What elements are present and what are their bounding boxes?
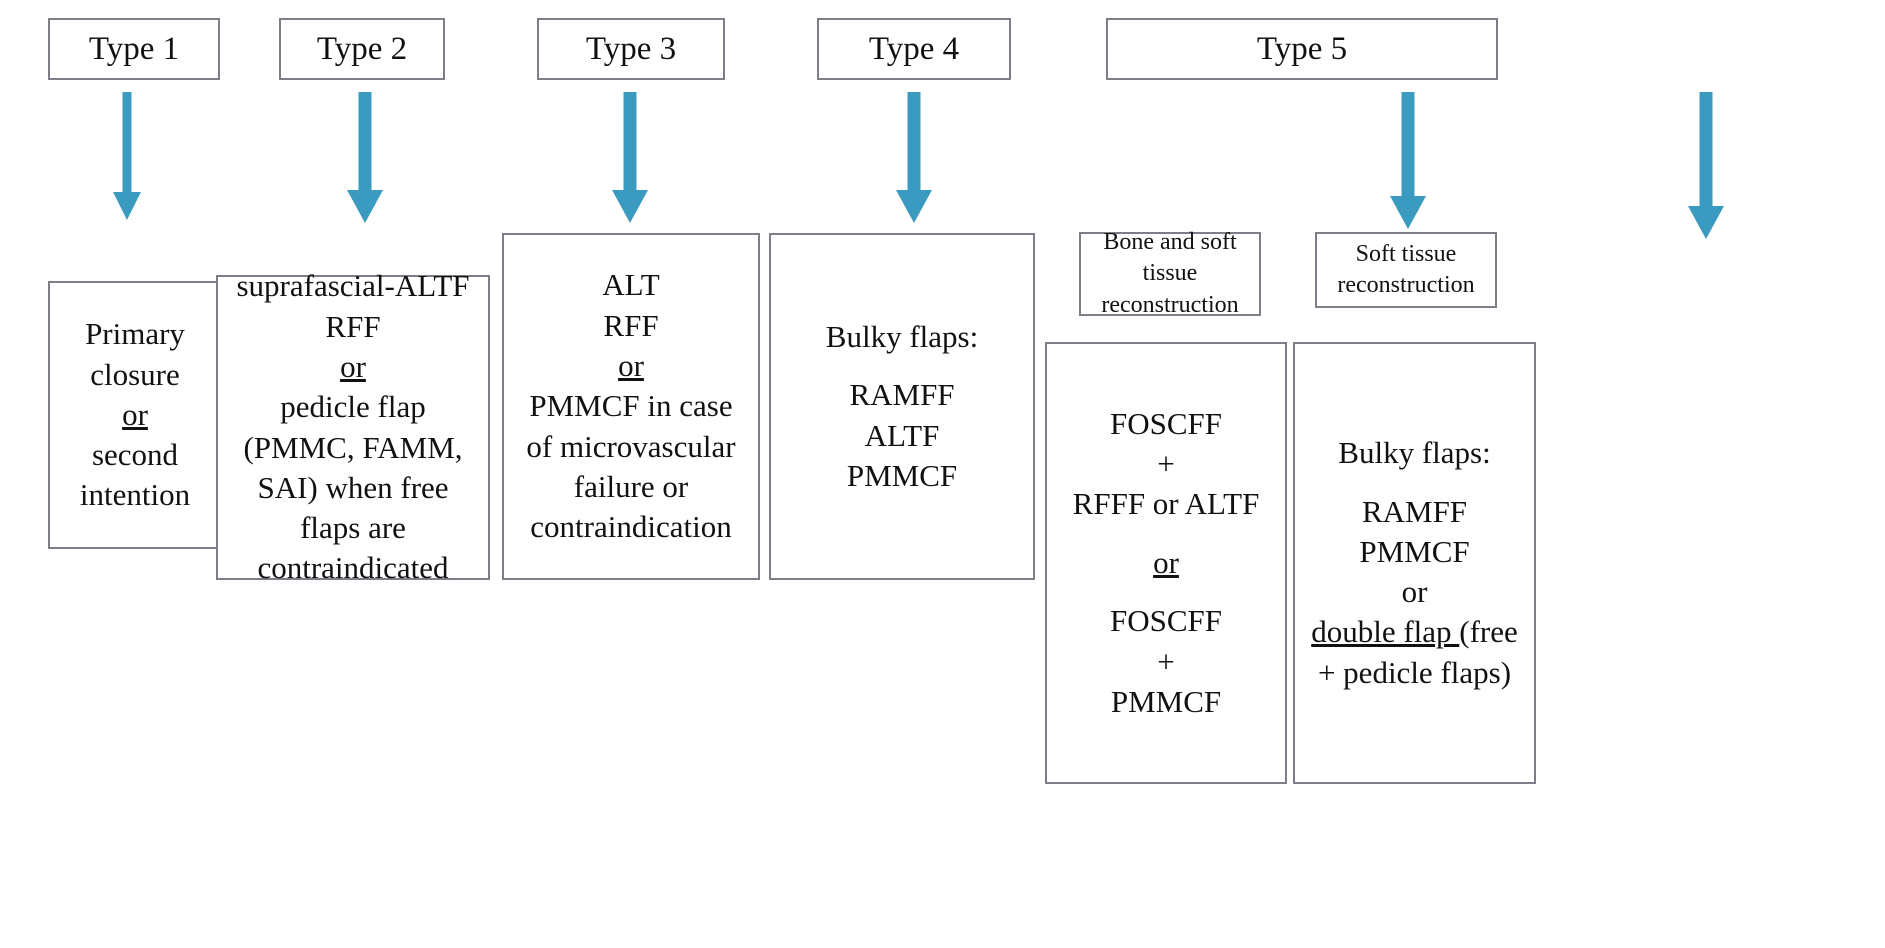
text-line: or [224, 347, 482, 387]
content-box-type-2: suprafascial-ALTF RFF or pedicle flap (PMMC,… [216, 268, 490, 585]
text-line: pedicle flap [280, 389, 426, 425]
header-box-type-1: Type 1 [48, 18, 220, 80]
text-line: + [1157, 446, 1175, 482]
text-line: or [56, 395, 214, 435]
arrow-down-type-3 [604, 92, 656, 224]
header-label-type-2: Type 2 [316, 30, 408, 67]
text-line: PMMCF in case [529, 388, 733, 424]
content-lines-type-1: Primary closure or second intention [50, 314, 220, 515]
header-label-type-5: Type 5 [1256, 30, 1348, 67]
label-lines-soft-tissue: Soft tissue reconstruction [1317, 239, 1495, 301]
content-box-type-1: Primary closure or second intention [48, 281, 222, 549]
text-line: or [1053, 543, 1279, 583]
header-box-type-3: Type 3 [537, 18, 725, 80]
text-line: PMMCF [846, 457, 958, 493]
underlined-text: or [340, 348, 366, 384]
text-line: contraindication [530, 509, 732, 545]
text-line: ALT [602, 267, 660, 303]
arrow-down-type-1 [104, 92, 150, 222]
content-lines-type-5-right: Bulky flaps: RAMFF PMMCF or double flap (fr… [1295, 433, 1534, 693]
text-line: or [1401, 574, 1428, 610]
content-lines-type-5-left: FOSCFF + RFFF or ALTF or FOSCFF + PMMCF [1047, 404, 1285, 722]
text-line: second [91, 437, 179, 473]
text-line: closure [90, 356, 180, 392]
text-line: suprafascial-ALTF [236, 268, 470, 304]
header-label-type-3: Type 3 [585, 30, 677, 67]
text-line: double flap (free [1311, 614, 1518, 650]
text-line: (PMMC, FAMM, [243, 429, 463, 465]
label-box-bone-and-soft-tissue: Bone and soft tissue reconstruction [1079, 229, 1261, 318]
text-line: flaps are [300, 510, 406, 546]
arrow-down-type-5-right [1680, 92, 1732, 240]
arrow-down-type-5-left [1382, 92, 1434, 230]
label-box-soft-tissue: Soft tissue reconstruction [1315, 232, 1497, 308]
text-line [1053, 583, 1279, 601]
text-line: Bone and soft [1103, 229, 1237, 256]
text-line: FOSCFF [1109, 405, 1223, 441]
content-box-type-5-left: FOSCFF + RFFF or ALTF or FOSCFF + PMMCF [1045, 342, 1287, 784]
text-line: ALTF [864, 417, 940, 453]
text-line: RFFF or ALTF [1072, 486, 1260, 522]
arrow-down-type-2 [339, 92, 391, 224]
text-line: FOSCFF [1109, 603, 1223, 639]
text-line: RAMFF [1361, 493, 1468, 529]
text-line: + [1157, 643, 1175, 679]
text-line: PMMCF [1110, 683, 1222, 719]
header-label-type-4: Type 4 [868, 30, 960, 67]
text-line: Soft tissue [1355, 240, 1457, 267]
content-lines-type-4: Bulky flaps: RAMFF ALTF PMMCF [771, 317, 1033, 496]
text-line: Primary [85, 316, 185, 352]
text-line: + pedicle flaps) [1317, 654, 1512, 690]
text-line: or [510, 346, 752, 386]
text-line: reconstruction [1337, 272, 1475, 298]
text-line [777, 357, 1027, 375]
underlined-text: or [618, 348, 644, 384]
content-box-type-4: Bulky flaps: RAMFF ALTF PMMCF [769, 233, 1035, 580]
text-line: of microvascular [526, 428, 736, 464]
text-line: RAMFF [849, 377, 955, 413]
text-line [1301, 473, 1528, 491]
text-line: failure or [573, 468, 689, 504]
content-box-type-5-right: Bulky flaps: RAMFF PMMCF or double flap (fr… [1293, 342, 1536, 784]
header-box-type-4: Type 4 [817, 18, 1011, 80]
text-line: intention [79, 477, 191, 513]
text-line: SAI) when free [257, 469, 449, 505]
text-line: Bulky flaps: [825, 318, 979, 354]
underlined-text: or [1153, 544, 1179, 580]
header-label-type-1: Type 1 [88, 30, 180, 67]
text-line: Bulky flaps: [1338, 435, 1491, 471]
underlined-text: double flap [1311, 614, 1460, 650]
text-line: reconstruction [1101, 291, 1239, 318]
header-box-type-2: Type 2 [279, 18, 445, 80]
underlined-text: or [122, 396, 148, 432]
text-line [1053, 525, 1279, 543]
content-lines-type-2: suprafascial-ALTF RFF or pedicle flap (PMMC,… [218, 266, 488, 588]
text-line: contraindicated [257, 550, 449, 586]
arrow-down-type-4 [888, 92, 940, 224]
label-lines-bone-and-soft-tissue: Bone and soft tissue reconstruction [1081, 227, 1259, 321]
text-line: PMMCF [1359, 533, 1470, 569]
text-line: RFF [325, 308, 381, 344]
text-line: RFF [603, 307, 659, 343]
header-box-type-5: Type 5 [1106, 18, 1498, 80]
text-line: tissue [1142, 260, 1198, 287]
